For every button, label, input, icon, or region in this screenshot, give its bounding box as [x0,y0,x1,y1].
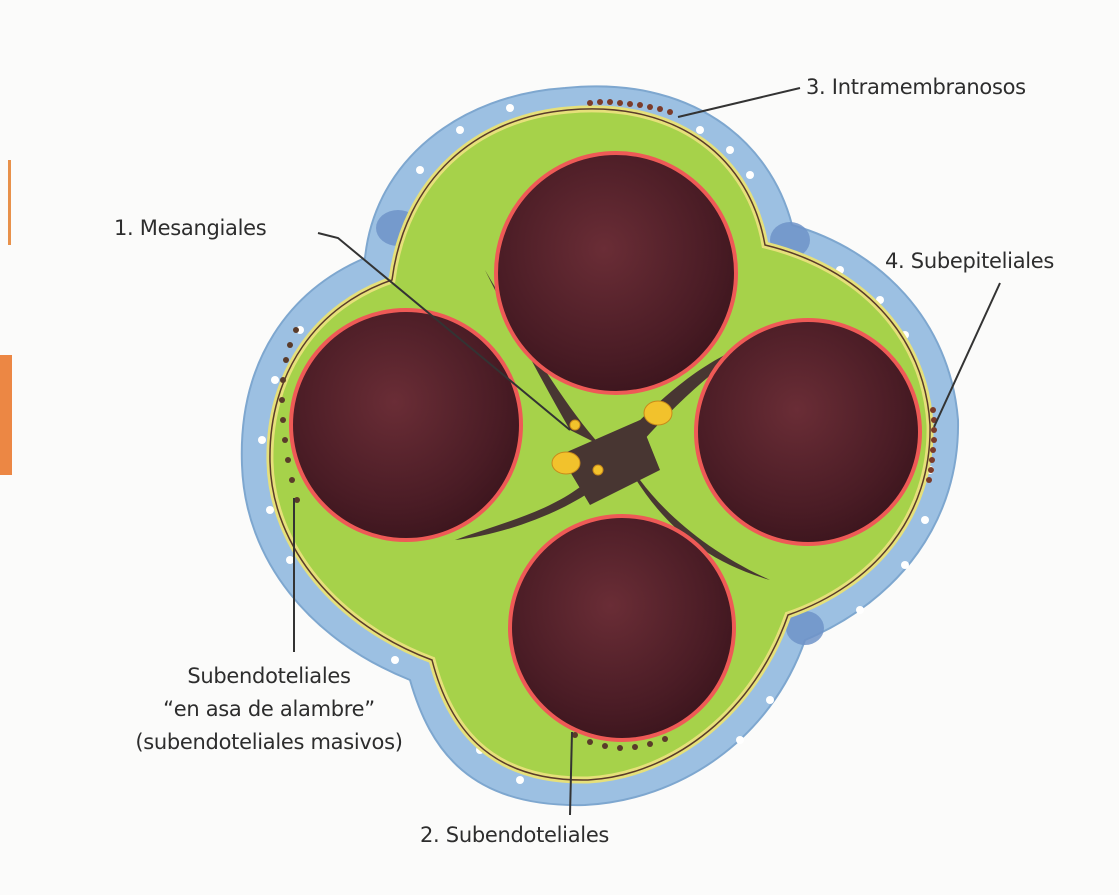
label-mesangiales: 1. Mesangiales [114,216,266,240]
label-wire-loop-line-1: Subendoteliales [86,660,452,693]
label-subendoteliales: 2. Subendoteliales [420,823,609,847]
label-intramembranosos: 3. Intramembranosos [806,75,1026,99]
label-wire-loop-line-3: (subendoteliales masivos) [86,726,452,759]
label-wire-loop-line-2: “en asa de alambre” [86,693,452,726]
label-subepiteliales: 4. Subepiteliales [885,249,1054,273]
leader-intramembranosos [678,88,800,117]
label-wire-loop: Subendoteliales “en asa de alambre” (sub… [86,660,452,759]
